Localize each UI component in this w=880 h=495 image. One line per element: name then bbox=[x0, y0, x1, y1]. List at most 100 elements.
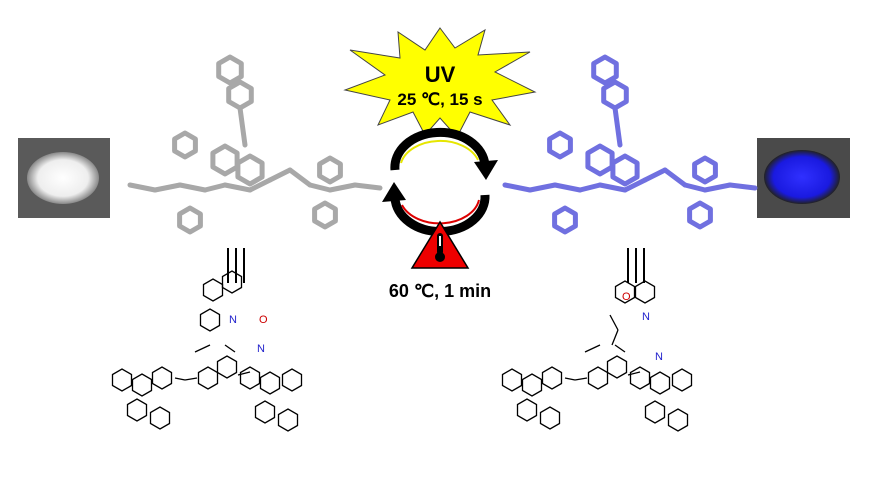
bond bbox=[662, 167, 688, 188]
ring bbox=[692, 155, 718, 185]
atom-label-n-imine: N bbox=[642, 311, 650, 323]
ring bbox=[539, 406, 561, 430]
bond bbox=[184, 377, 198, 381]
bond bbox=[177, 182, 208, 193]
ring bbox=[254, 400, 276, 424]
ring bbox=[210, 143, 240, 177]
ring bbox=[552, 205, 578, 235]
ring bbox=[235, 153, 265, 187]
ring bbox=[221, 270, 243, 294]
bond bbox=[327, 182, 358, 193]
bond bbox=[574, 377, 588, 381]
bond bbox=[577, 182, 603, 193]
bond bbox=[627, 371, 641, 376]
ring bbox=[197, 366, 219, 390]
bond bbox=[597, 182, 628, 193]
bond bbox=[611, 329, 619, 346]
ring bbox=[317, 155, 343, 185]
ring bbox=[601, 79, 629, 111]
ring bbox=[521, 373, 543, 397]
heat-warning-icon bbox=[410, 220, 470, 269]
bond bbox=[682, 182, 708, 193]
bond bbox=[222, 182, 253, 193]
ring bbox=[541, 366, 563, 390]
ring bbox=[671, 368, 693, 392]
bond bbox=[564, 377, 576, 381]
reversible-cycle-arrows bbox=[382, 127, 498, 236]
closed-form-3d-model bbox=[127, 54, 383, 235]
uv-label: UV bbox=[425, 62, 456, 87]
atom-label-o-right: O bbox=[622, 291, 631, 303]
ring bbox=[629, 366, 651, 390]
ring bbox=[312, 200, 338, 230]
atom-label-n: N bbox=[229, 314, 237, 326]
ring bbox=[591, 54, 619, 86]
ring bbox=[610, 153, 640, 187]
ring bbox=[516, 398, 538, 422]
ring bbox=[177, 205, 203, 235]
bond bbox=[527, 182, 558, 193]
ring bbox=[126, 398, 148, 422]
bond bbox=[127, 182, 158, 193]
bond bbox=[552, 182, 583, 193]
bond bbox=[502, 182, 533, 193]
ring bbox=[199, 308, 221, 332]
arrow-head-reverse bbox=[382, 182, 406, 202]
ring bbox=[649, 371, 671, 395]
bond bbox=[727, 182, 758, 191]
arrow-head-forward bbox=[474, 160, 498, 180]
bond bbox=[194, 344, 211, 353]
white-powder-photo bbox=[18, 138, 110, 218]
ring bbox=[606, 355, 628, 379]
ring bbox=[131, 373, 153, 397]
bond bbox=[237, 371, 251, 376]
ring bbox=[239, 366, 261, 390]
bond bbox=[702, 182, 733, 193]
closed-form-structure bbox=[111, 270, 303, 432]
blue-powder-photo bbox=[757, 138, 850, 218]
ring bbox=[585, 143, 615, 177]
ring bbox=[172, 130, 198, 160]
ring bbox=[644, 400, 666, 424]
uv-conditions: 25 ℃, 15 s bbox=[397, 90, 482, 109]
bond bbox=[152, 182, 183, 193]
ring bbox=[216, 355, 238, 379]
bond bbox=[352, 182, 383, 191]
uv-starburst-shape bbox=[343, 27, 537, 138]
bond bbox=[247, 177, 273, 193]
bond bbox=[174, 377, 186, 381]
ring bbox=[501, 368, 523, 392]
ring bbox=[547, 130, 573, 160]
bond bbox=[642, 167, 668, 183]
bond bbox=[307, 182, 333, 193]
equivalence-mark-left bbox=[227, 248, 245, 283]
bond bbox=[202, 182, 228, 193]
bond bbox=[237, 105, 248, 148]
bond bbox=[267, 167, 293, 183]
ring bbox=[667, 408, 689, 432]
ring bbox=[281, 368, 303, 392]
ring bbox=[687, 200, 713, 230]
ring bbox=[614, 280, 636, 304]
ring bbox=[202, 278, 224, 302]
bond bbox=[614, 344, 626, 353]
ring bbox=[111, 368, 133, 392]
atom-label-n-methyl: N bbox=[257, 343, 265, 355]
ring bbox=[587, 366, 609, 390]
bond bbox=[622, 177, 648, 193]
ring bbox=[277, 408, 299, 432]
ring bbox=[259, 371, 281, 395]
open-form-structure bbox=[501, 280, 693, 432]
equivalence-mark-right bbox=[627, 248, 645, 283]
bond bbox=[287, 167, 313, 188]
open-form-3d-model bbox=[502, 54, 758, 235]
bond bbox=[224, 344, 236, 353]
bond bbox=[609, 314, 619, 331]
ring bbox=[634, 280, 656, 304]
heat-conditions: 60 ℃, 1 min bbox=[389, 281, 491, 301]
ring bbox=[151, 366, 173, 390]
ring bbox=[226, 79, 254, 111]
atom-label-n-methyl-right: N bbox=[655, 351, 663, 363]
